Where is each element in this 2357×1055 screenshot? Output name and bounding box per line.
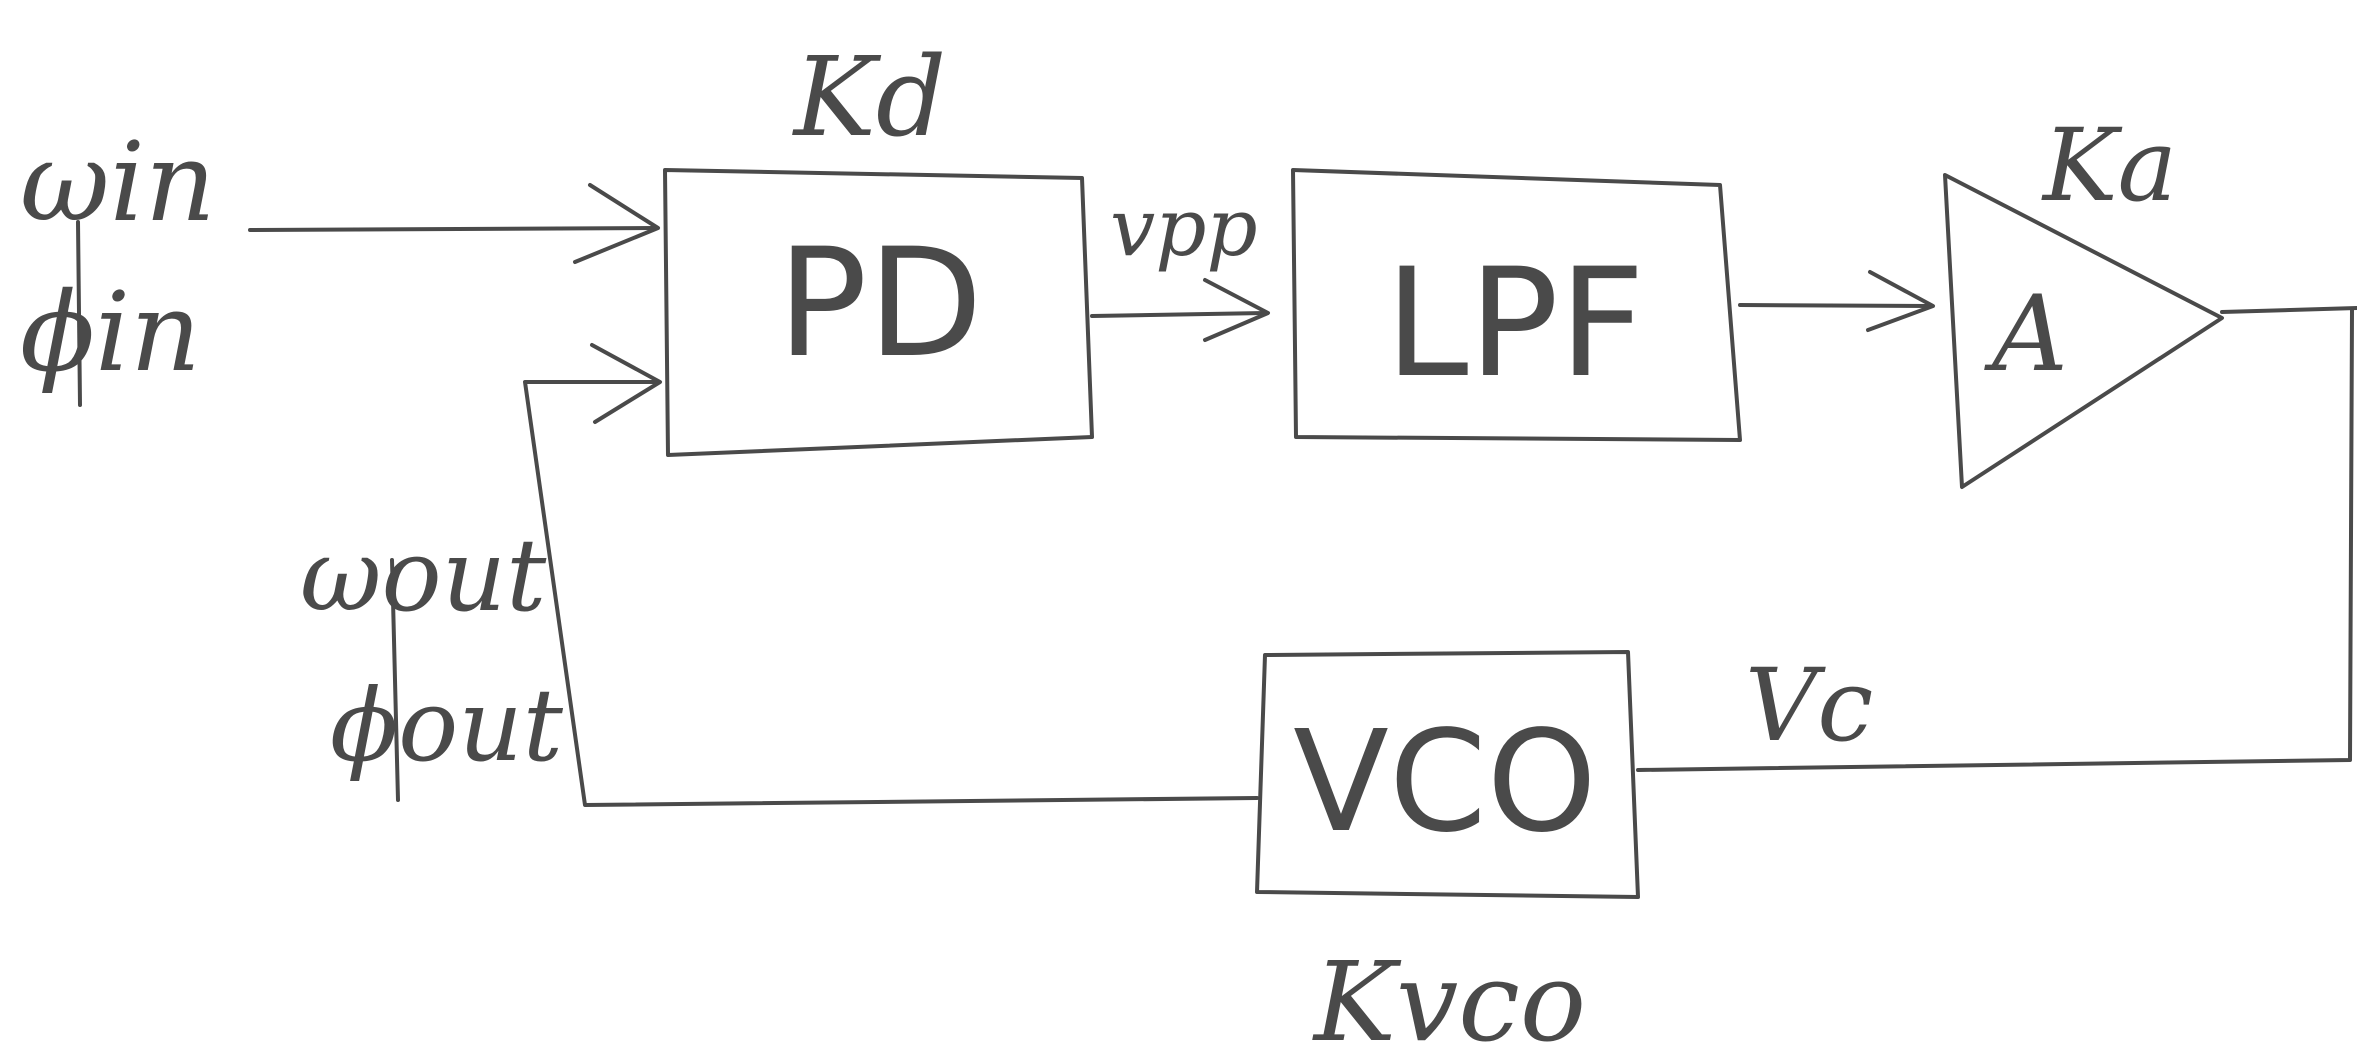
kd-gain-label: Kd bbox=[792, 33, 947, 161]
vco-block: VCO bbox=[1255, 650, 1640, 899]
amplifier-triangle: A bbox=[1943, 173, 2224, 489]
ka-gain-label: Ka bbox=[2041, 107, 2177, 224]
w-out-label: ωout bbox=[300, 517, 547, 634]
right-feedback-wire bbox=[1636, 308, 2354, 772]
vc-signal-label: Vc bbox=[1745, 647, 1873, 764]
lpf-label: LPF bbox=[1385, 237, 1645, 411]
input-label-stroke bbox=[76, 220, 82, 407]
w-in-label: ωin bbox=[20, 118, 216, 246]
lpf-to-amp-arrow bbox=[1738, 270, 1935, 332]
input-signal-arrow bbox=[248, 183, 660, 264]
pd-block: PD bbox=[663, 168, 1094, 457]
phi-in-label: ϕin bbox=[20, 268, 201, 396]
kvco-gain-label: Kvco bbox=[1312, 938, 1586, 1055]
pd-to-lpf-arrow bbox=[1090, 278, 1270, 342]
amp-output-wire bbox=[2220, 306, 2357, 314]
lpf-block: LPF bbox=[1291, 168, 1742, 442]
output-label-stroke bbox=[390, 558, 400, 802]
vco-label: VCO bbox=[1293, 701, 1597, 864]
vpd-signal-label: vpp bbox=[1110, 181, 1258, 274]
vco-feedback-arrow bbox=[523, 343, 1259, 807]
phi-out-label: ϕout bbox=[330, 667, 564, 784]
pd-label: PD bbox=[777, 217, 983, 391]
amplifier-label: A bbox=[1984, 273, 2068, 395]
